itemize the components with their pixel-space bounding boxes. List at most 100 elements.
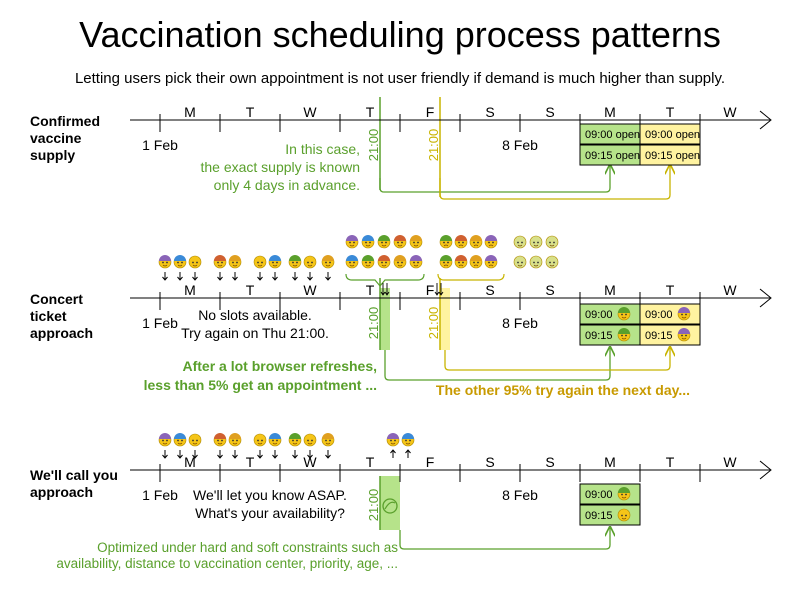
person-icon bbox=[469, 255, 483, 269]
day-label: S bbox=[485, 454, 494, 470]
row-label: ticket bbox=[30, 308, 67, 324]
eye-icon bbox=[217, 439, 219, 442]
face-icon bbox=[545, 255, 559, 269]
face-icon bbox=[617, 508, 631, 522]
eye-icon bbox=[443, 241, 445, 244]
eye-icon bbox=[221, 439, 223, 442]
hat-icon bbox=[402, 433, 414, 439]
mouth-icon bbox=[413, 244, 419, 247]
eye-icon bbox=[272, 439, 274, 442]
day-label: W bbox=[723, 282, 737, 298]
face-icon bbox=[513, 235, 527, 249]
eye-icon bbox=[385, 261, 387, 264]
eye-icon bbox=[413, 241, 415, 244]
callout-yellow: The other 95% try again the next day... bbox=[436, 382, 690, 398]
person-icon bbox=[173, 433, 187, 447]
eye-icon bbox=[296, 439, 298, 442]
mouth-icon bbox=[488, 244, 494, 247]
hat-icon bbox=[269, 255, 281, 261]
mouth-icon bbox=[458, 264, 464, 267]
down-arrow-icon bbox=[380, 283, 386, 296]
mouth-icon bbox=[307, 442, 313, 445]
mouth-icon bbox=[177, 442, 183, 445]
time-label: 21:00 bbox=[426, 307, 441, 340]
hat-icon bbox=[378, 255, 390, 261]
day-label: S bbox=[485, 104, 494, 120]
person-icon bbox=[321, 255, 335, 269]
arrow-yellow bbox=[444, 348, 670, 371]
hat-icon bbox=[618, 307, 630, 313]
down-arrow-icon bbox=[217, 450, 223, 459]
eye-icon bbox=[166, 439, 168, 442]
row-label: Concert bbox=[30, 291, 83, 307]
person-icon bbox=[409, 235, 423, 249]
mouth-icon bbox=[192, 442, 198, 445]
timeline-arrowhead bbox=[759, 288, 772, 308]
eye-icon bbox=[397, 261, 399, 264]
person-icon bbox=[303, 433, 317, 447]
release-window-green bbox=[380, 288, 390, 350]
face-icon bbox=[253, 433, 267, 447]
mouth-icon bbox=[533, 264, 539, 267]
mouth-icon bbox=[621, 517, 627, 520]
eye-icon bbox=[307, 261, 309, 264]
person-icon bbox=[545, 235, 559, 249]
row-note: No slots available. bbox=[198, 307, 312, 323]
day-label: F bbox=[426, 282, 435, 298]
hat-icon bbox=[322, 255, 334, 261]
person-icon bbox=[529, 255, 543, 269]
eye-icon bbox=[417, 241, 419, 244]
person-icon bbox=[677, 328, 691, 342]
footer-note: Optimized under hard and soft constraint… bbox=[97, 540, 398, 555]
eye-icon bbox=[261, 439, 263, 442]
eye-icon bbox=[401, 261, 403, 264]
eye-icon bbox=[549, 241, 551, 244]
eye-icon bbox=[492, 241, 494, 244]
eye-icon bbox=[177, 261, 179, 264]
hat-icon bbox=[394, 235, 406, 241]
face-icon bbox=[188, 255, 202, 269]
eye-icon bbox=[221, 261, 223, 264]
eye-icon bbox=[369, 261, 371, 264]
eye-icon bbox=[462, 261, 464, 264]
eye-icon bbox=[625, 514, 627, 517]
mouth-icon bbox=[192, 264, 198, 267]
mouth-icon bbox=[397, 264, 403, 267]
mouth-icon bbox=[217, 442, 223, 445]
date-label: 1 Feb bbox=[142, 315, 178, 331]
down-arrow-icon bbox=[217, 272, 223, 281]
hat-icon bbox=[346, 255, 358, 261]
person-icon bbox=[513, 255, 527, 269]
slot-label: 09:00 bbox=[585, 489, 613, 501]
eye-icon bbox=[162, 261, 164, 264]
eye-icon bbox=[681, 334, 683, 337]
row-note: In this case, bbox=[285, 141, 360, 157]
row-label: approach bbox=[30, 484, 93, 500]
mouth-icon bbox=[390, 442, 396, 445]
eye-icon bbox=[621, 313, 623, 316]
eye-icon bbox=[621, 493, 623, 496]
mouth-icon bbox=[349, 244, 355, 247]
face-icon bbox=[188, 433, 202, 447]
eye-icon bbox=[232, 261, 234, 264]
down-arrow-icon bbox=[272, 450, 278, 459]
eye-icon bbox=[397, 241, 399, 244]
eye-icon bbox=[353, 261, 355, 264]
person-icon bbox=[617, 487, 631, 501]
mouth-icon bbox=[232, 442, 238, 445]
eye-icon bbox=[296, 261, 298, 264]
mouth-icon bbox=[365, 244, 371, 247]
day-label: T bbox=[666, 282, 675, 298]
person-icon bbox=[253, 433, 267, 447]
person-icon bbox=[188, 255, 202, 269]
hat-icon bbox=[174, 433, 186, 439]
person-icon bbox=[393, 235, 407, 249]
arrow-yellow bbox=[439, 166, 670, 200]
eye-icon bbox=[477, 241, 479, 244]
hat-icon bbox=[229, 255, 241, 261]
eye-icon bbox=[236, 439, 238, 442]
slot-label: 09:00 open bbox=[645, 129, 700, 141]
time-label: 21:00 bbox=[366, 489, 381, 522]
hat-icon bbox=[440, 235, 452, 241]
